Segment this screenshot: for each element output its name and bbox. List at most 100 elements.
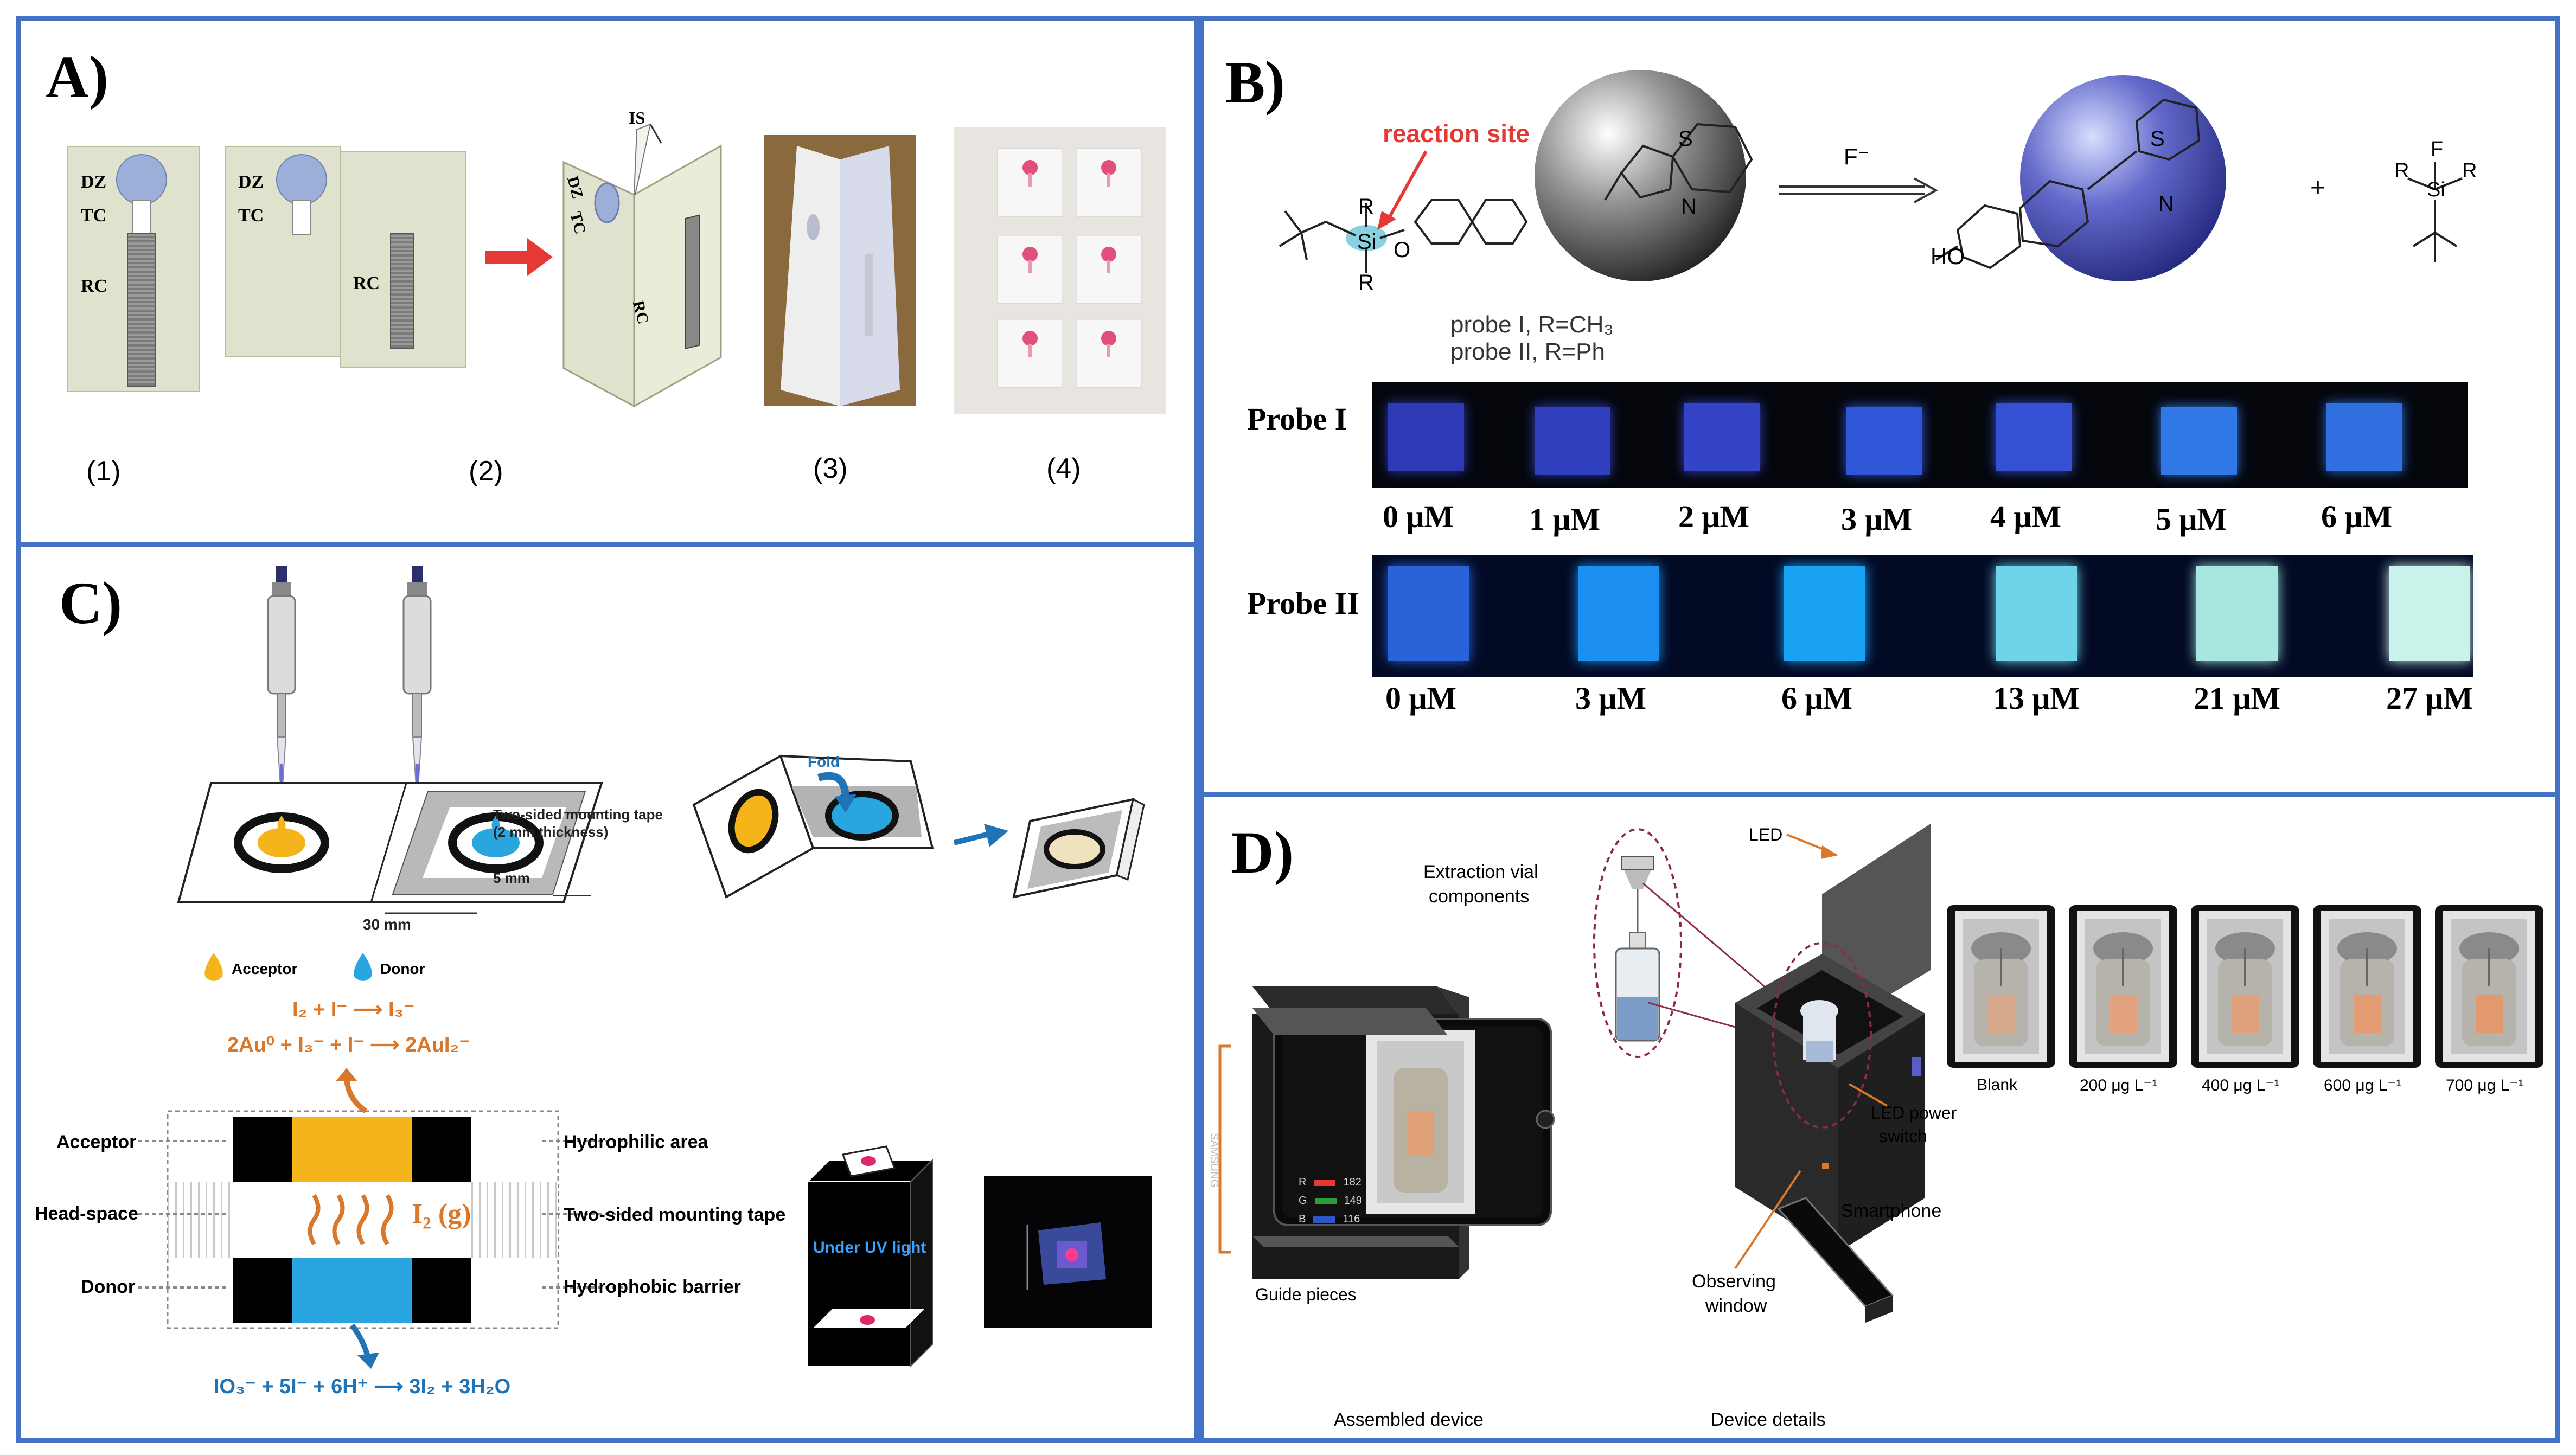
transfer-channel — [292, 200, 311, 235]
donor-drop-icon — [354, 953, 372, 981]
photo-uv-device — [984, 1176, 1152, 1328]
probe2-square — [2196, 566, 2278, 661]
pipette-icon — [267, 566, 296, 797]
probe1-conc-label: 3 μM — [1841, 502, 1913, 537]
step-caption-3: (3) — [813, 453, 848, 484]
probe2-square — [1578, 566, 1659, 661]
observing-label-1: Observing — [1692, 1271, 1776, 1292]
vial-photo — [2069, 905, 2177, 1068]
product-structure — [1935, 98, 2201, 270]
reaction-channel — [390, 233, 414, 349]
left-label-donor: Donor — [81, 1277, 136, 1297]
rgb-swatch — [1314, 1179, 1336, 1186]
panel-a: A) DZ TC RC DZ TC RC IS DZ TC RC — [16, 16, 1199, 548]
probe2-strip — [1372, 555, 2473, 677]
guide-label: Guide pieces — [1255, 1285, 1357, 1304]
dz-label: DZ — [238, 172, 264, 192]
probe2-conc-label: 0 μM — [1385, 681, 1457, 716]
donor-legend: Donor — [380, 960, 425, 977]
rc-label: RC — [353, 273, 380, 293]
probe2-label: Probe II — [1247, 586, 1359, 621]
details-caption: Device details — [1711, 1409, 1826, 1430]
extraction-label-2: components — [1429, 886, 1530, 907]
atom-s: S — [2150, 127, 2165, 151]
probe1-conc-label: 0 μM — [1383, 499, 1454, 534]
atom-n: N — [1681, 195, 1697, 219]
rgb-value: 116 — [1343, 1213, 1360, 1225]
vial-label: Blank — [1977, 1076, 2018, 1094]
atom-r: R — [2394, 159, 2409, 182]
vial-label: 400 μg L⁻¹ — [2202, 1076, 2280, 1094]
probe2-square — [2389, 566, 2470, 661]
blue-sphere — [2020, 75, 2226, 281]
reaction-site-label: reaction site — [1383, 119, 1530, 148]
reaction-arrow-icon — [1779, 177, 1939, 203]
panel-d-label: D) — [1231, 819, 1294, 886]
fold-schematic — [692, 754, 1145, 899]
probe1-square — [2161, 407, 2237, 475]
photo-folded-paper — [764, 135, 916, 406]
probe2-square — [1784, 566, 1865, 661]
step-caption-1: (1) — [86, 456, 121, 487]
right-label-hydrophilic: Hydrophilic area — [564, 1132, 708, 1152]
vial-photo — [2191, 905, 2299, 1068]
vial-label: 200 μg L⁻¹ — [2080, 1076, 2158, 1094]
observing-label-2: window — [1705, 1296, 1767, 1316]
probe2-conc-label: 3 μM — [1575, 681, 1647, 716]
guide-bracket — [1218, 1044, 1231, 1254]
step-caption-4: (4) — [1046, 453, 1081, 484]
probe2-conc-label: 6 μM — [1781, 681, 1853, 716]
probe2-square — [1996, 566, 2077, 661]
reaction-site-arrow-icon — [1377, 150, 1428, 230]
probe-def-2: probe II, R=Ph — [1450, 338, 1605, 365]
ho-label: HO — [1931, 243, 1965, 269]
atom-f: F — [2431, 138, 2444, 161]
probe1-conc-label: 5 μM — [2156, 502, 2227, 537]
atom-r: R — [2462, 159, 2477, 182]
plus-sign: + — [2310, 174, 2326, 202]
dz-label: DZ — [81, 172, 107, 192]
atom-s: S — [1678, 127, 1693, 151]
panel-c-label: C) — [59, 570, 123, 636]
silyl-fluoride — [2407, 162, 2463, 262]
panel-b-label: B) — [1225, 49, 1285, 116]
gas-label: I₂ (g) — [412, 1198, 471, 1229]
panel-c: C) Two-sided mounting tape (2 mm thickne… — [16, 542, 1199, 1443]
probe1-conc-label: 2 μM — [1678, 499, 1750, 534]
equation-1: I₂ + I⁻ ⟶ I₃⁻ — [292, 998, 415, 1021]
vial-photo — [2313, 905, 2421, 1068]
tape-note-1: Two-sided mounting tape — [493, 806, 663, 823]
benzothiazole-left — [1604, 123, 1753, 201]
probe1-square — [1535, 407, 1610, 475]
rgb-channel: R — [1299, 1176, 1307, 1188]
vial-photo — [1947, 905, 2055, 1068]
rgb-value: 182 — [1343, 1176, 1361, 1188]
panel-a-label: A) — [46, 44, 109, 110]
uv-box — [806, 1145, 934, 1368]
red-arrow-icon — [485, 238, 553, 276]
atom-si: Si — [2427, 178, 2445, 201]
step-caption-2: (2) — [469, 456, 503, 487]
led-switch-label-1: LED power — [1871, 1103, 1957, 1123]
probe1-square — [1996, 403, 2072, 471]
width-label: 30 mm — [363, 916, 411, 933]
atom-r: R — [1358, 271, 1374, 294]
down-arrow-icon — [350, 1323, 379, 1369]
is-label: IS — [629, 108, 645, 127]
left-label-headspace: Head-space — [35, 1203, 138, 1224]
uv-label: Under UV light — [813, 1239, 926, 1257]
acceptor-drop-icon — [204, 953, 223, 981]
probe1-square — [1684, 403, 1760, 471]
tc-label: TC — [81, 206, 107, 226]
atom-n: N — [2158, 192, 2174, 216]
dotted-pointer-arrows — [138, 1140, 623, 1289]
tc-label: TC — [238, 206, 264, 226]
vial-photo — [2435, 905, 2543, 1068]
detection-zone-circle — [276, 154, 327, 205]
fold-label: Fold — [808, 753, 840, 770]
assembled-caption: Assembled device — [1334, 1409, 1484, 1430]
extraction-vial-icon — [1593, 828, 1682, 1058]
